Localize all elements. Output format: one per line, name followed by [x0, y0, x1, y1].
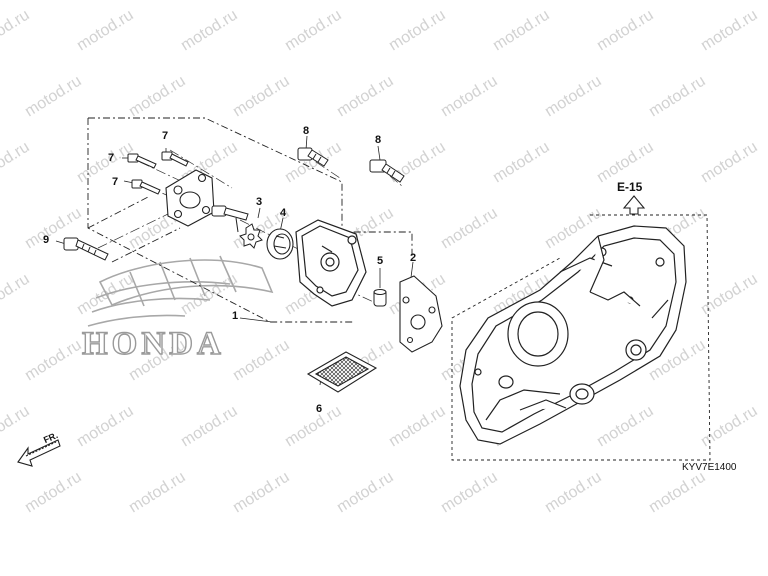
bolt-9: [63, 237, 109, 261]
bolt-8-left: [297, 147, 329, 167]
callout-7-lower: 7: [112, 176, 119, 188]
reference-arrow: [622, 195, 646, 215]
crankcase-frame: [451, 214, 711, 461]
dowel-pin: [373, 289, 387, 307]
bolt-7-lower: [131, 179, 161, 195]
assembly-frame: [87, 117, 413, 323]
pump-body: [295, 219, 367, 307]
callout-8-right: 8: [375, 134, 382, 146]
pump-gasket: [399, 275, 443, 353]
callout-2: 2: [410, 252, 417, 264]
callout-8-left: 8: [303, 125, 310, 137]
callout-3: 3: [256, 196, 263, 208]
bolt-7-top: [161, 151, 189, 167]
callout-4: 4: [280, 207, 287, 219]
callout-6: 6: [316, 403, 323, 415]
callout-1: 1: [232, 310, 239, 322]
reference-label: E-15: [617, 180, 643, 194]
front-direction-arrow: [17, 439, 61, 467]
bolt-8-right: [369, 159, 405, 183]
callout-9: 9: [43, 234, 50, 246]
oil-strainer: [306, 351, 378, 393]
callout-7-middle: 7: [108, 152, 115, 164]
outer-rotor: [266, 228, 294, 260]
bolt-7-middle: [127, 153, 157, 169]
diagram-code: KYV7E1400: [682, 462, 737, 473]
honda-wordmark: HONDA: [81, 325, 225, 362]
pump-shaft: [211, 205, 249, 233]
callout-7-top: 7: [162, 130, 169, 142]
crankcase-half: [459, 225, 687, 445]
inner-rotor: [239, 223, 263, 249]
callout-5: 5: [377, 255, 384, 267]
pump-cover: [165, 169, 215, 227]
